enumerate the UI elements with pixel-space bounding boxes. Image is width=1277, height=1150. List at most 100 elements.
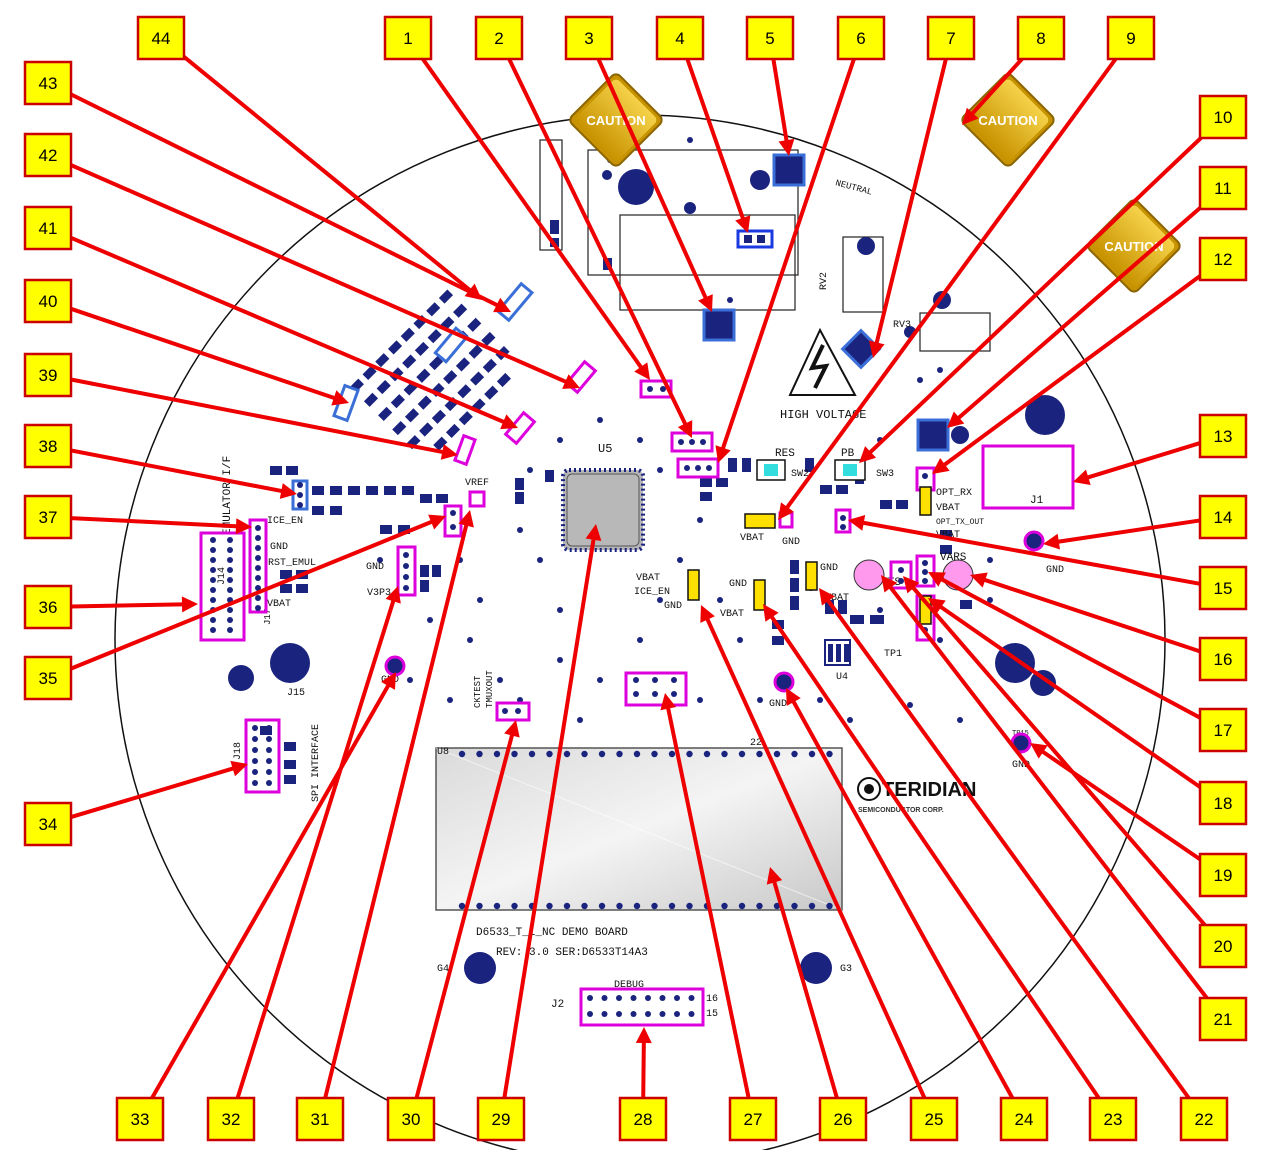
callout-arrowhead-9	[778, 502, 794, 520]
callout-12: 12	[1198, 236, 1248, 282]
callout-10: 10	[1198, 94, 1248, 140]
debug-header-pin	[688, 995, 695, 1001]
rv3-label: RV3	[893, 320, 911, 331]
lcd-pin-top	[581, 750, 588, 758]
callout-arrow-26	[772, 880, 839, 1100]
callout-arrowhead-22	[819, 588, 835, 606]
u5-label: U5	[598, 442, 612, 456]
j17-label: J17	[263, 609, 273, 625]
jp-opt-pin	[922, 560, 928, 566]
lcd-pin-bottom	[668, 902, 676, 910]
callout-40: 40	[23, 278, 73, 324]
j18-pin	[266, 780, 272, 786]
tp-cktest-pin	[515, 708, 521, 714]
magenta-highlights	[199, 359, 1075, 1027]
callout-arrowhead-37	[235, 518, 252, 535]
jp-ap-pin	[297, 482, 303, 488]
callout-29: 29	[476, 1096, 526, 1142]
callout-arrowhead-39	[440, 444, 458, 460]
callout-number-33: 33	[131, 1110, 150, 1129]
jp-r78-highlight	[676, 457, 720, 479]
debug-header-pin	[645, 995, 651, 1001]
j15-label: J15	[287, 688, 305, 699]
lcd-pins	[458, 750, 833, 910]
pb-label: PB	[841, 448, 855, 460]
callout-arrowhead-25	[700, 605, 715, 623]
callout-number-11: 11	[1214, 179, 1232, 198]
rv2-label: RV2	[819, 272, 830, 290]
high-voltage-label: HIGH VOLTAGE	[780, 408, 866, 422]
vbat-label-jp2: VBAT	[825, 593, 849, 604]
callout-arrow-27	[666, 706, 751, 1100]
lcd-pin-bottom	[598, 902, 606, 910]
callout-number-13: 13	[1214, 427, 1233, 446]
j14-label: J14	[217, 567, 228, 585]
gnd-label-jp7: GND	[664, 601, 682, 612]
callout-number-32: 32	[222, 1110, 241, 1129]
callout-arrowhead-36	[181, 596, 198, 613]
callout-arrowhead-44	[464, 283, 482, 300]
debug-label: DEBUG	[614, 980, 644, 991]
callout-arrow-44	[182, 54, 472, 292]
callout-17: 17	[1198, 707, 1248, 753]
jp13-jp15-pin	[671, 691, 677, 697]
callout-number-44: 44	[152, 29, 171, 48]
jp-opt-pin	[922, 578, 928, 584]
lcd-pin-top	[703, 750, 711, 758]
lcd-pin-top	[773, 750, 781, 758]
j18-pin	[266, 725, 272, 731]
v3p3-label: V3P3	[367, 588, 391, 599]
callout-43: 43	[23, 60, 73, 106]
emulator-if-label: EMULATOR I/F	[222, 456, 234, 535]
j18-pin	[252, 758, 258, 764]
callout-number-39: 39	[39, 366, 58, 385]
callout-arrowhead-1	[634, 362, 650, 380]
callout-arrow-31	[323, 523, 469, 1100]
rst-emul-label: RST_EMUL	[268, 558, 316, 569]
lcd-pin22-label: 22	[750, 738, 762, 749]
debug-header-pin	[630, 1011, 637, 1017]
jp-r78-pin	[695, 465, 701, 471]
callout-arrowhead-3	[698, 294, 713, 312]
jp13-jp15-pin	[633, 691, 639, 697]
vbat-label-right-1: VBAT	[936, 503, 960, 514]
mounting-holes	[228, 169, 1065, 984]
callout-arrow-10	[868, 136, 1203, 454]
jumper-jp8	[744, 513, 776, 529]
callout-31: 31	[295, 1096, 345, 1142]
vbat-label-left: VBAT	[267, 599, 291, 610]
tp-v3p3-pin	[403, 574, 409, 580]
callout-arrow-42	[69, 163, 568, 384]
callout-15: 15	[1198, 565, 1248, 611]
teridian-logo-sub: SEMICONDUCTOR CORP.	[858, 807, 944, 814]
jp-diag2-highlight	[503, 410, 537, 446]
callout-8: 8	[1016, 15, 1066, 61]
callout-arrow-39	[69, 377, 445, 454]
u5-chip: U5	[561, 442, 645, 552]
jp-right-pin	[840, 515, 846, 521]
caution-label: CAUTION	[978, 113, 1037, 128]
debug-header-pin	[587, 995, 593, 1001]
callout-number-21: 21	[1214, 1010, 1233, 1029]
callout-arrowhead-6	[715, 445, 731, 463]
j1-label: J1	[1030, 495, 1044, 507]
callout-arrow-41	[69, 235, 506, 424]
j18-pin	[252, 780, 258, 786]
jp-r78-pin	[706, 465, 712, 471]
callout-22: 22	[1179, 1096, 1229, 1142]
callout-arrowhead-29	[585, 524, 602, 542]
j18-pin	[266, 736, 272, 742]
gnd-label-mid: GND	[366, 562, 384, 573]
callout-arrow-23	[769, 615, 1101, 1100]
cktest-label: CKTEST	[473, 675, 483, 708]
gnd-label-left: GND	[270, 542, 288, 553]
j14-highlight	[199, 531, 246, 642]
callout-arrowhead-28	[635, 1027, 652, 1044]
lcd-pin-top	[528, 750, 536, 758]
callout-number-43: 43	[39, 74, 58, 93]
u4-label: U4	[836, 672, 848, 683]
callout-3: 3	[564, 15, 614, 61]
callout-arrow-32	[235, 599, 396, 1100]
j17-pin	[255, 565, 261, 571]
callout-number-36: 36	[39, 598, 58, 617]
